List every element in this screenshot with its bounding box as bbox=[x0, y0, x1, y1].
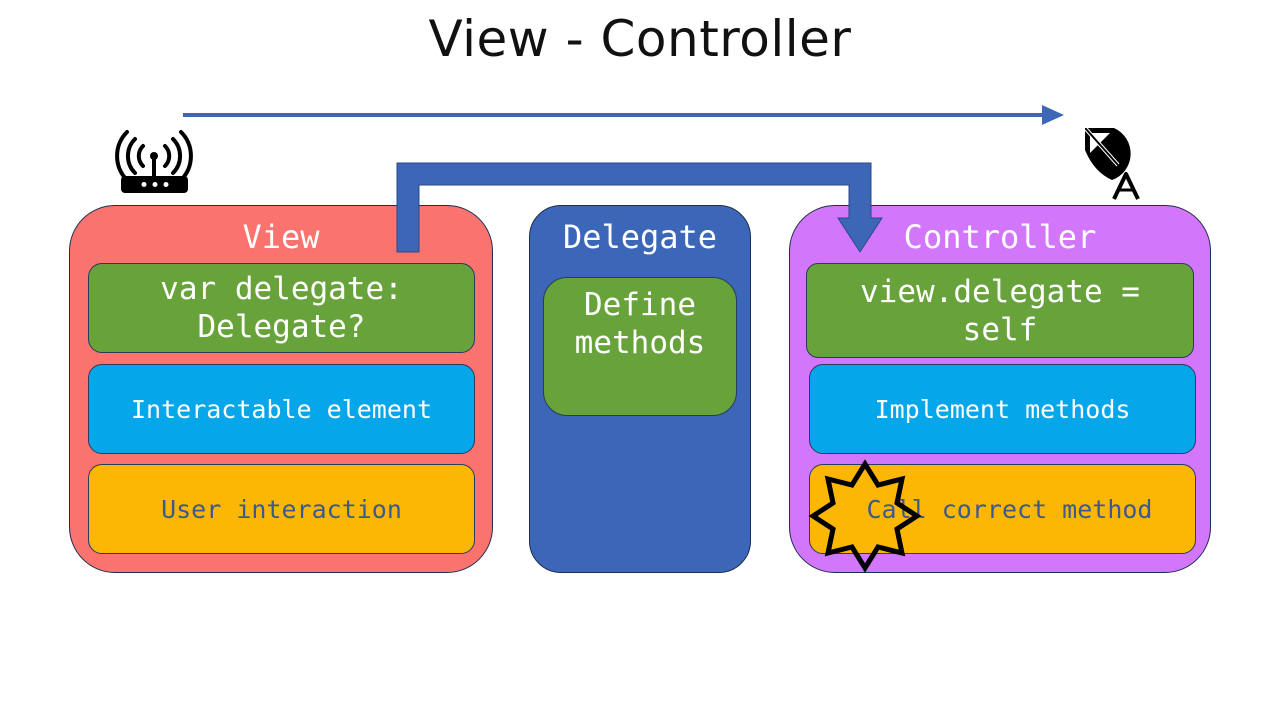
wifi-router-icon bbox=[115, 130, 193, 193]
delegate-panel-title: Delegate bbox=[562, 218, 718, 256]
interactable-element-label: Interactable element bbox=[130, 394, 433, 424]
assign-delegate-box: view.delegate = self bbox=[806, 263, 1194, 358]
assign-delegate-line2: self bbox=[962, 311, 1038, 348]
define-methods-box: Define methods bbox=[543, 277, 737, 416]
define-methods-line1: Define bbox=[584, 287, 696, 323]
controller-panel: Controller view.delegate = self Implemen… bbox=[789, 205, 1211, 573]
view-panel: View var delegate: Delegate? Interactabl… bbox=[69, 205, 493, 573]
view-to-controller-arrow bbox=[396, 162, 883, 253]
assign-delegate-line1: view.delegate = bbox=[860, 273, 1140, 310]
burst-star-icon bbox=[808, 459, 922, 573]
delegate-property-box: var delegate: Delegate? bbox=[88, 263, 475, 353]
delegate-property-line1: var delegate: bbox=[160, 271, 403, 307]
implement-methods-label: Implement methods bbox=[874, 394, 1131, 424]
delegate-property-line2: Delegate? bbox=[197, 309, 366, 345]
slide-title: View - Controller bbox=[428, 10, 852, 68]
user-interaction-label: User interaction bbox=[161, 494, 402, 524]
interactable-element-box: Interactable element bbox=[88, 364, 475, 454]
define-methods-line2: methods bbox=[574, 325, 706, 361]
satellite-dish-icon bbox=[1084, 127, 1140, 200]
top-arrow bbox=[183, 105, 1064, 125]
view-panel-title: View bbox=[242, 218, 320, 256]
user-interaction-box: User interaction bbox=[88, 464, 475, 554]
controller-panel-title: Controller bbox=[903, 218, 1097, 256]
delegate-panel: Delegate Define methods bbox=[529, 205, 751, 573]
implement-methods-box: Implement methods bbox=[809, 364, 1196, 454]
